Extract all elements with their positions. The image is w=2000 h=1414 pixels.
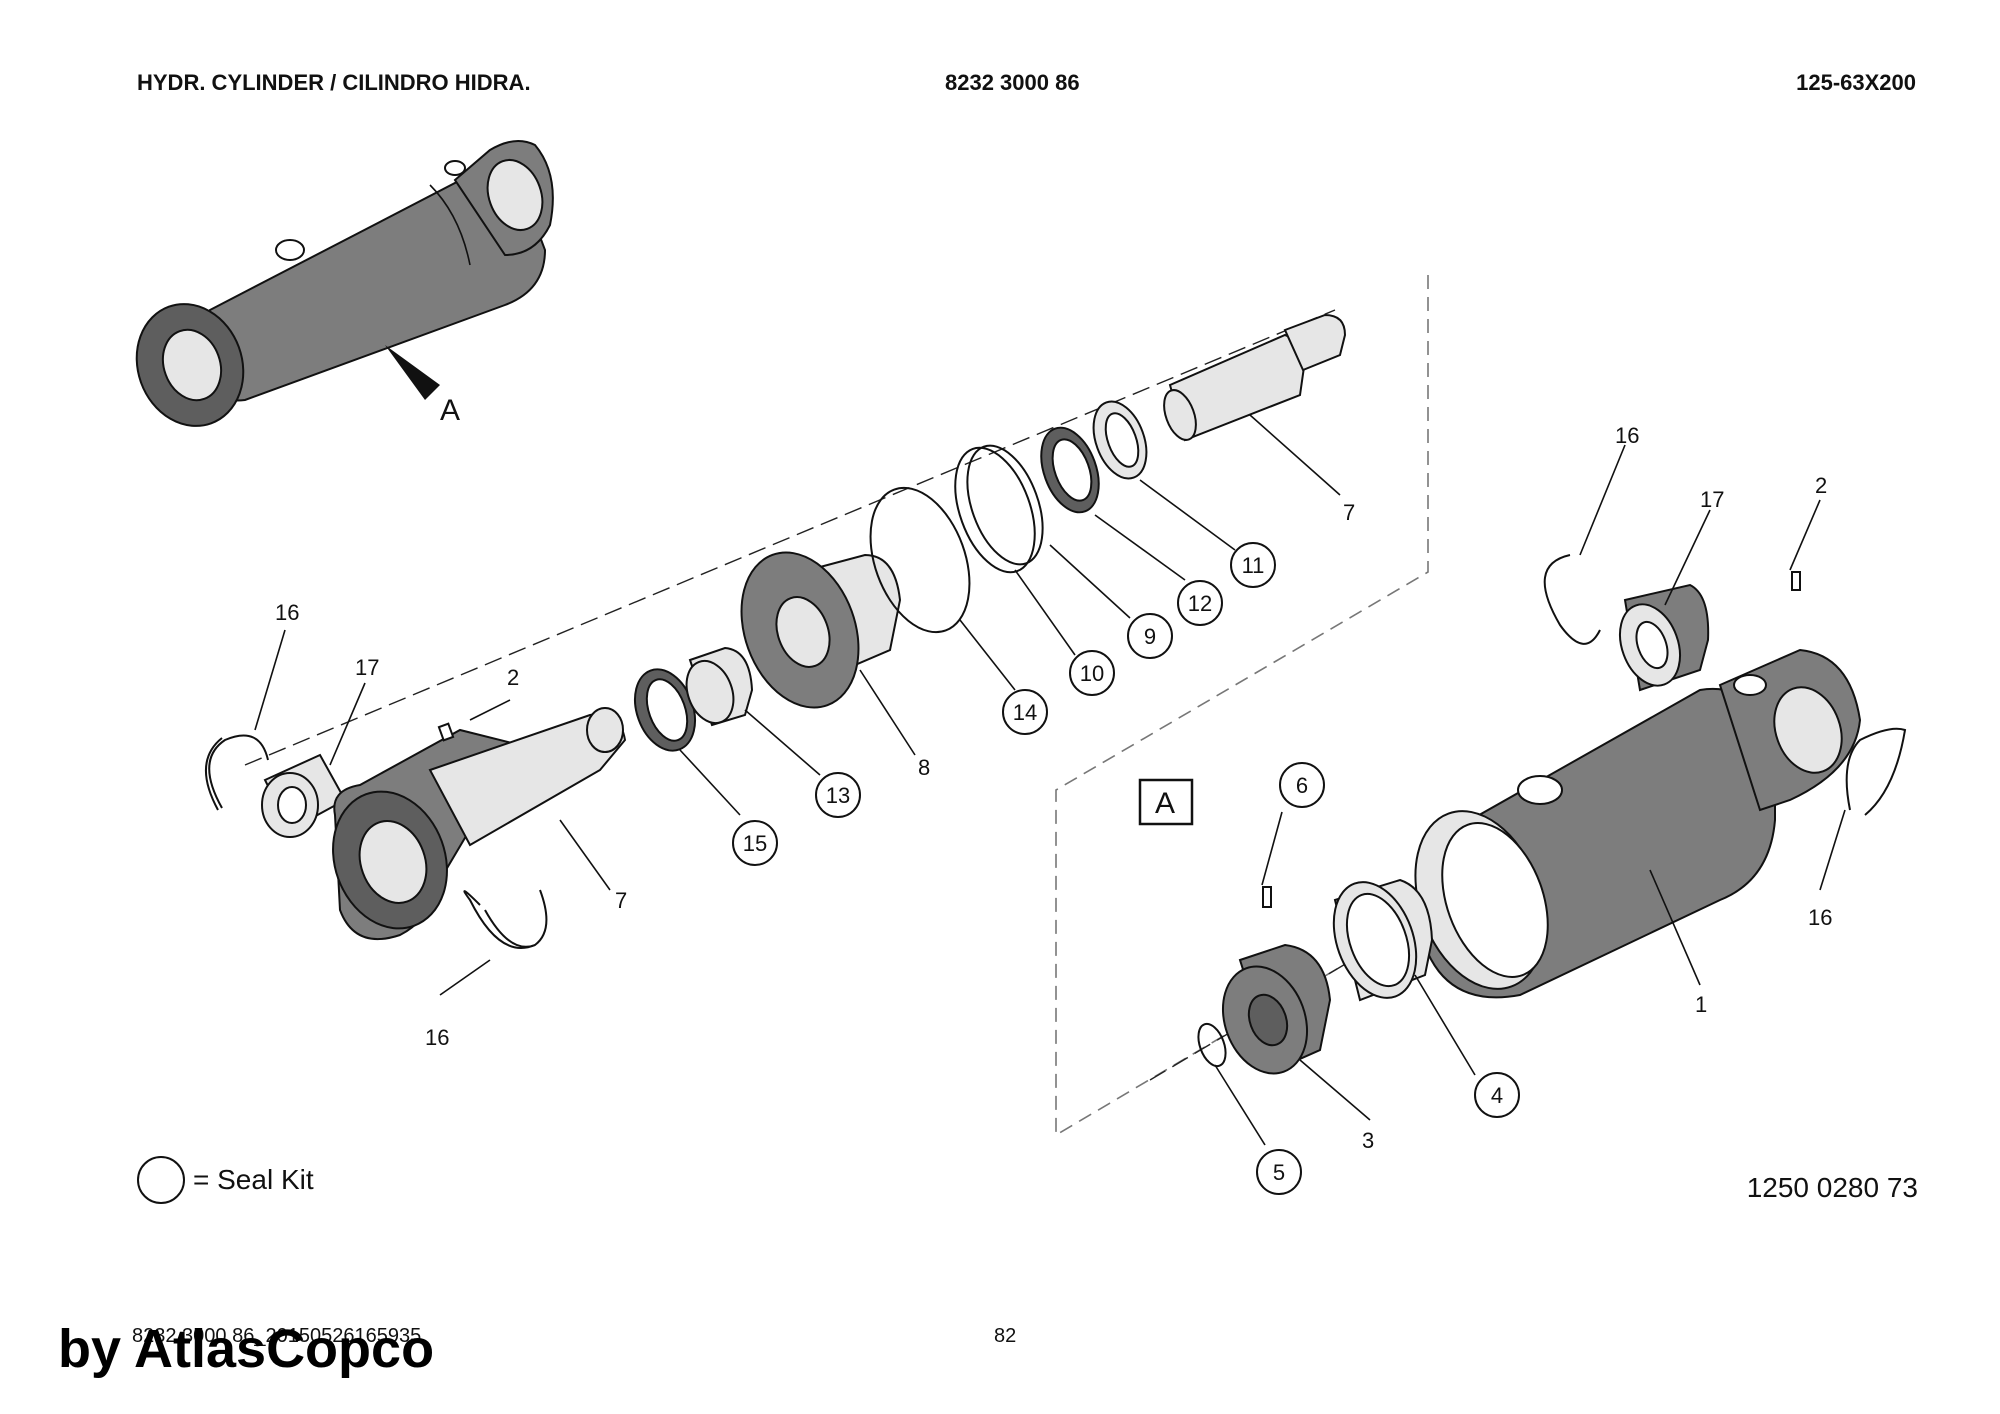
model-code: 125-63X200 xyxy=(1796,70,1916,95)
callout-11: 11 xyxy=(1242,553,1265,578)
footer-code: 8232 3000 86_20150526165935 xyxy=(132,1325,422,1347)
callout-2a: 2 xyxy=(507,665,519,690)
callout-12: 12 xyxy=(1188,591,1212,616)
seal-kit-circle-10 xyxy=(1069,650,1115,696)
callout-9: 9 xyxy=(1144,624,1156,649)
watermark: by AtlasCopco xyxy=(58,1319,435,1379)
view-a-arrow-icon xyxy=(385,345,440,400)
callout-8: 8 xyxy=(918,755,930,780)
callout-6: 6 xyxy=(1296,773,1308,798)
seal-kit-circle-11 xyxy=(1230,542,1276,588)
assembled-cylinder xyxy=(135,140,554,427)
callout-16b: 16 xyxy=(425,1025,449,1050)
callout-3: 3 xyxy=(1362,1128,1374,1153)
callout-10: 10 xyxy=(1080,661,1104,686)
leader-lines xyxy=(254,414,1846,1146)
callout-7a: 7 xyxy=(615,888,627,913)
rod-seals xyxy=(634,646,754,752)
drawing-number: 1250 0280 73 xyxy=(1746,1172,1918,1203)
seal-kit-circle-12 xyxy=(1177,580,1223,626)
callout-16c: 16 xyxy=(1615,423,1639,448)
seal-kit-circle-5 xyxy=(1256,1149,1302,1195)
callout-13: 13 xyxy=(826,783,850,808)
callout-16d: 16 xyxy=(1808,905,1832,930)
seal-kit-legend-text: = Seal Kit xyxy=(193,1164,314,1195)
callout-17b: 17 xyxy=(1700,487,1724,512)
piston xyxy=(740,551,902,709)
seal-kit-circle-13 xyxy=(815,772,861,818)
piston-rod xyxy=(1163,313,1347,442)
callout-16a: 16 xyxy=(275,600,299,625)
seal-kit-circle-15 xyxy=(732,820,778,866)
callout-4: 4 xyxy=(1491,1083,1503,1108)
seal-kit-circle-4 xyxy=(1474,1072,1520,1118)
callout-5: 5 xyxy=(1273,1160,1285,1185)
callout-15: 15 xyxy=(743,831,767,856)
seal-kit-circle-9 xyxy=(1127,613,1173,659)
cylinder-barrel xyxy=(1414,648,1862,999)
gland-parts xyxy=(1197,878,1434,1075)
callout-2b: 2 xyxy=(1815,473,1827,498)
barrel-end-parts xyxy=(1543,554,1907,816)
seal-kit-legend: = Seal Kit xyxy=(137,1156,314,1204)
callout-17a: 17 xyxy=(355,655,379,680)
page-number: 82 xyxy=(994,1325,1017,1347)
seal-kit-circle-14 xyxy=(1002,689,1048,735)
seal-kit-circle-6 xyxy=(1279,762,1325,808)
view-a-box-label: A xyxy=(1155,787,1175,820)
part-number: 8232 3000 86 xyxy=(945,70,1080,95)
drawing-title: HYDR. CYLINDER / CILINDRO HIDRA. xyxy=(137,70,531,95)
rod-end-parts xyxy=(205,707,627,949)
view-a-box xyxy=(1138,778,1194,826)
seal-kit-circle-icon xyxy=(137,1156,185,1204)
callout-1: 1 xyxy=(1695,992,1707,1017)
callout-14: 14 xyxy=(1013,700,1037,725)
view-a-label: A xyxy=(440,394,460,427)
rod-axis xyxy=(244,309,1336,766)
piston-seals xyxy=(869,400,1148,634)
callout-7b: 7 xyxy=(1343,500,1355,525)
